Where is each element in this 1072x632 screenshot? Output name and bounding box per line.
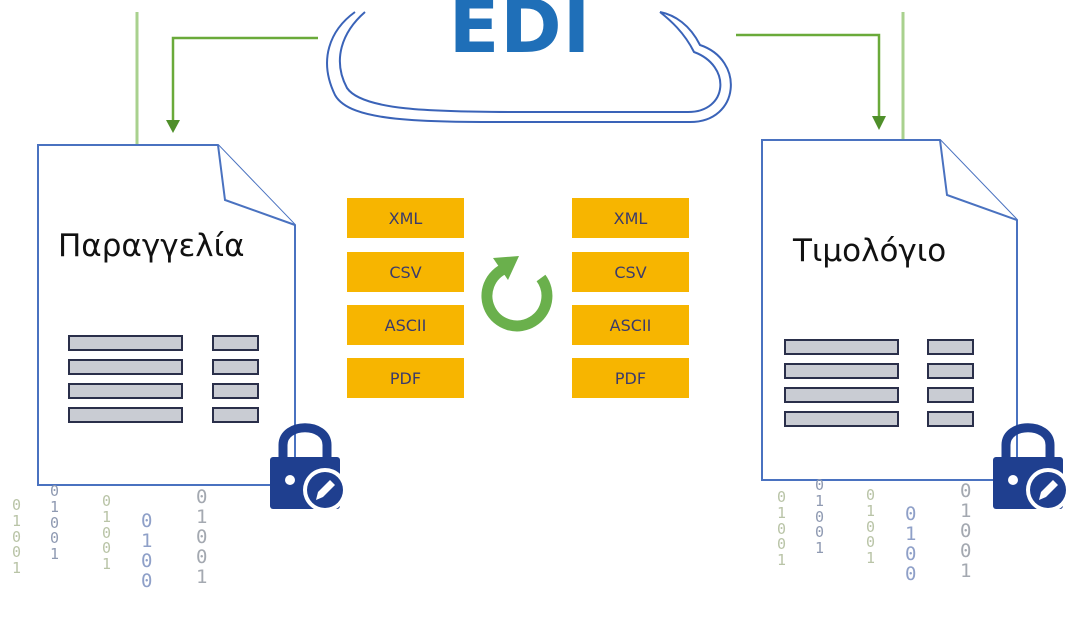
format-ascii-right: ASCII: [572, 305, 689, 345]
binary-column: 0 1 0 0 1: [866, 486, 876, 567]
format-pdf-left: PDF: [347, 358, 464, 398]
binary-column: 0 1 0 0 1: [102, 492, 112, 573]
padlock-edit-icon: [993, 423, 1070, 512]
edi-label: EDI: [448, 0, 592, 70]
refresh-icon: [481, 256, 553, 332]
left-arrow: [166, 36, 318, 133]
format-ascii-left: ASCII: [347, 305, 464, 345]
binary-column: 0 1 0 0 1: [777, 488, 787, 569]
binary-column: 0 1 0 0: [905, 503, 917, 585]
binary-column: 0 1 0 0: [141, 510, 153, 592]
format-csv-left: CSV: [347, 252, 464, 292]
left-document-rows: [68, 335, 259, 423]
invoice-document-title: Τιμολόγιο: [793, 233, 947, 269]
format-csv-right: CSV: [572, 252, 689, 292]
padlock-edit-icon: [270, 423, 347, 512]
right-document-rows: [784, 339, 974, 427]
format-xml-left: XML: [347, 198, 464, 238]
right-document: [761, 139, 1018, 481]
edi-cloud: [326, 11, 732, 123]
binary-column: 0 1 0 0 1: [960, 480, 972, 582]
right-arrow: [736, 33, 886, 130]
format-xml-right: XML: [572, 198, 689, 238]
binary-column: 0 1 0 0 1: [12, 496, 22, 577]
binary-column: 0 1 0 0 1: [815, 476, 825, 557]
binary-column: 0 1 0 0 1: [196, 486, 208, 588]
left-document: [37, 144, 296, 486]
order-document-title: Παραγγελία: [58, 228, 245, 264]
format-pdf-right: PDF: [572, 358, 689, 398]
binary-column: 0 1 0 0 1: [50, 482, 60, 563]
